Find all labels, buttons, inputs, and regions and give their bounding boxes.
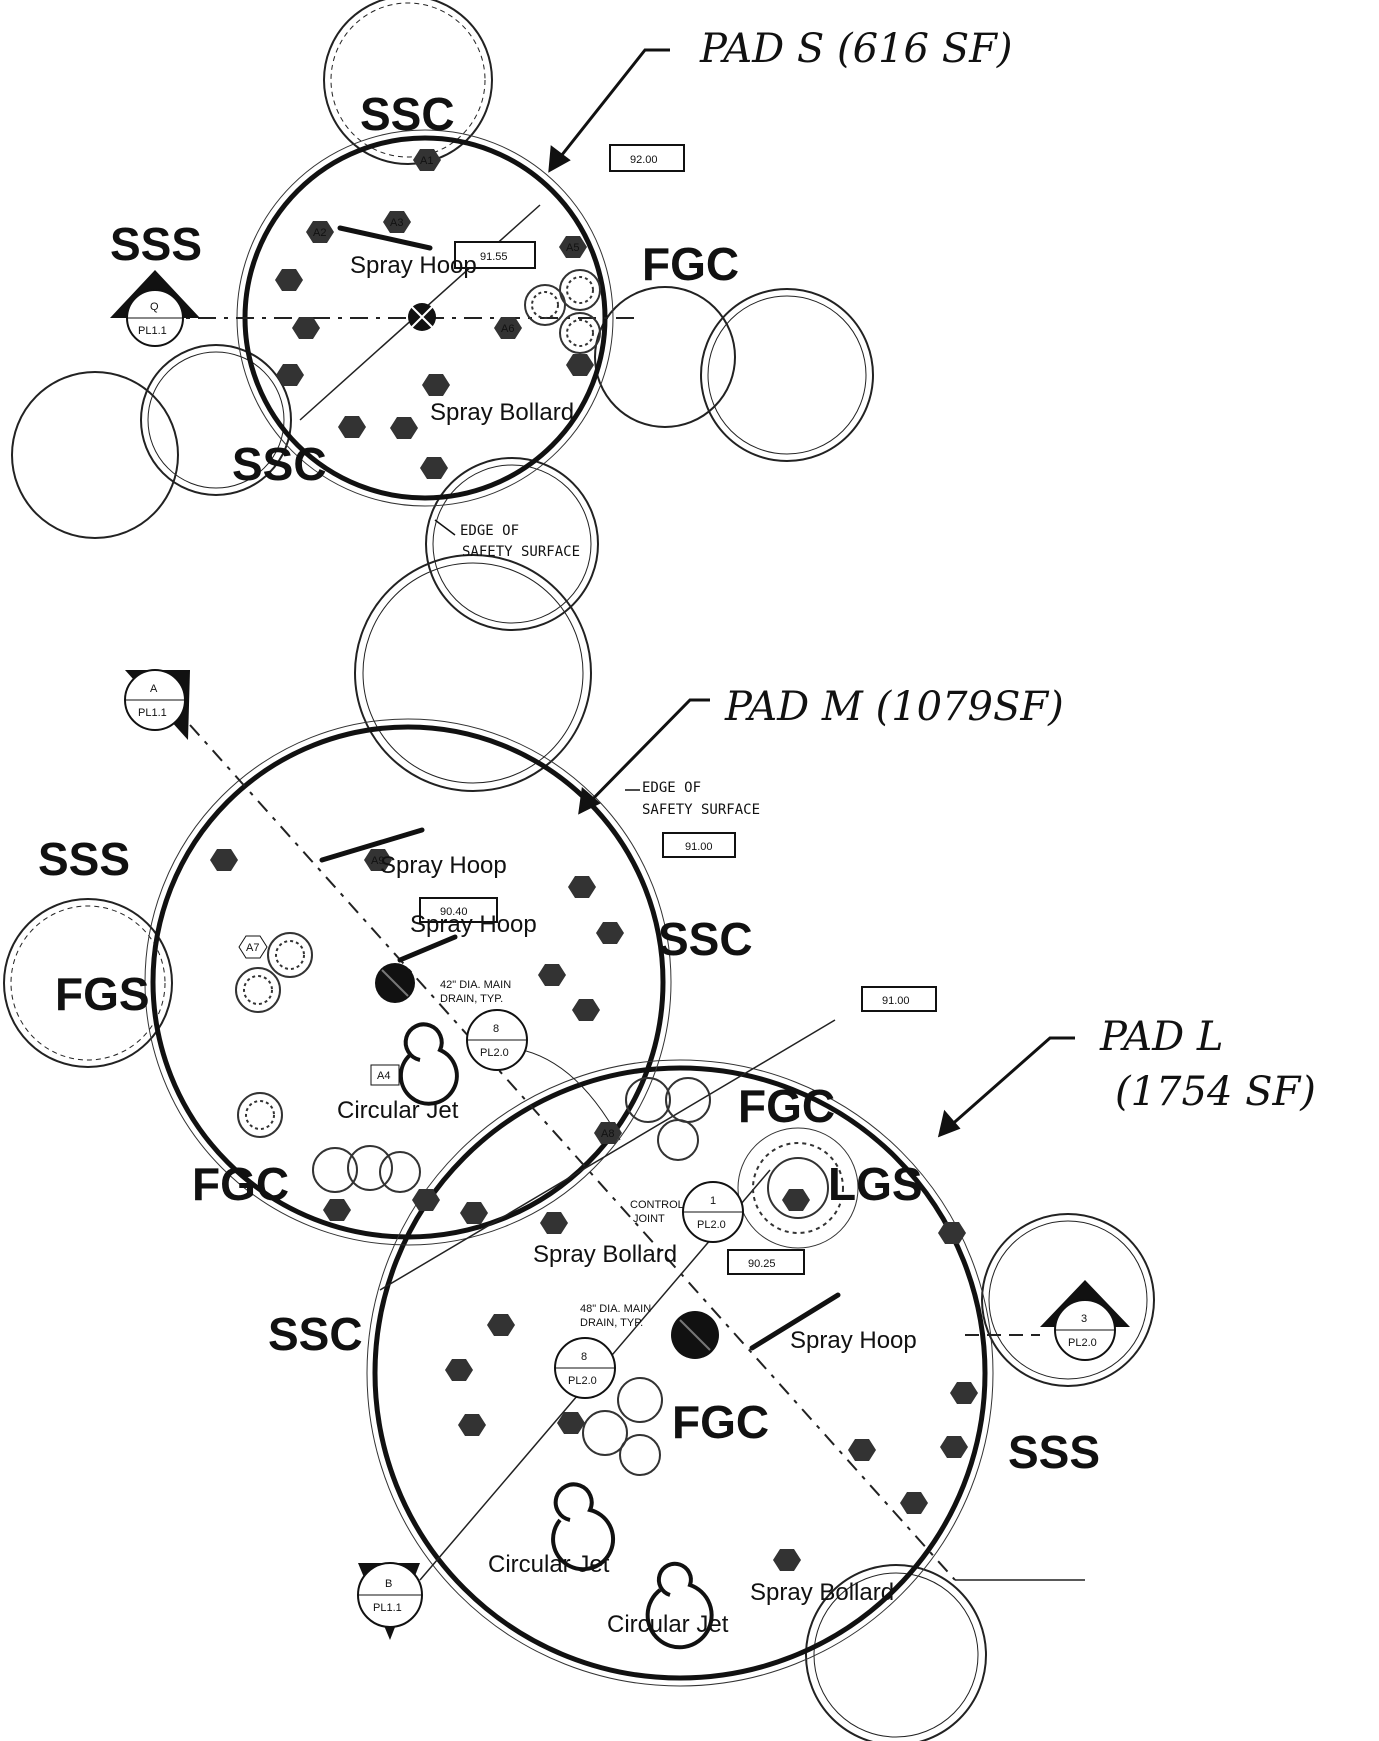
elevation-s-edge: 92.00 (630, 154, 658, 166)
svg-text:A3: A3 (390, 217, 403, 229)
safety-surface-circles (3, 0, 1155, 1741)
feature-tags: A1 A2 A3 A4 A5 A6 A7 A8 A9 (238, 149, 622, 1144)
zone-label-m-fgs: FGS (55, 968, 150, 1020)
tag-a1: A1 (413, 149, 441, 171)
svg-text:PL1.1: PL1.1 (373, 1602, 402, 1614)
feature-label-l-circular-jet-2: Circular Jet (607, 1611, 729, 1638)
svg-text:A7: A7 (246, 942, 259, 954)
svg-text:A5: A5 (566, 242, 579, 254)
pad-l-title-line2: (1754 SF) (1115, 1069, 1316, 1115)
spray-hoop-bars (319, 225, 841, 1351)
feature-label-m-spray-hoop-2: Spray Hoop (410, 911, 537, 938)
section-marker-1: 1 PL2.0 (682, 1181, 744, 1243)
tag-a4: A4 (370, 1064, 400, 1086)
zone-label-m-ssc: SSC (658, 913, 753, 965)
note-m-drain-line2: DRAIN, TYP. (440, 993, 503, 1005)
zone-label-l-fgc-top: FGC (738, 1080, 835, 1132)
tag-a9: A9 (364, 849, 392, 871)
section-marker-b-bottom: B PL1.1 (357, 1562, 423, 1640)
svg-text:1: 1 (710, 1195, 716, 1207)
svg-text:PL2.0: PL2.0 (697, 1219, 726, 1231)
note-l-drain-line2: DRAIN, TYP. (580, 1317, 643, 1329)
zone-label-l-fgc-mid: FGC (672, 1396, 769, 1448)
zone-label-l-lgs: LGS (828, 1158, 923, 1210)
svg-text:A8: A8 (601, 1128, 614, 1140)
elevation-m-edge: 91.00 (685, 841, 713, 853)
section-marker-a: A PL1.1 (124, 669, 190, 740)
nozzle-hexes (210, 269, 978, 1571)
section-marker-8-m: 8 PL2.0 (466, 1009, 528, 1071)
section-lines (160, 204, 1085, 1581)
tag-a6: A6 (494, 317, 522, 339)
note-l-drain-line1: 48" DIA. MAIN (580, 1303, 651, 1315)
svg-text:PL1.1: PL1.1 (138, 707, 167, 719)
tag-a2: A2 (306, 221, 334, 243)
svg-text:A: A (150, 683, 158, 695)
pad-l-outline (372, 1065, 988, 1681)
feature-label-l-spray-bollard-1: Spray Bollard (533, 1241, 677, 1268)
feature-label-l-spray-bollard-2: Spray Bollard (750, 1579, 894, 1606)
feature-label-m-circular-jet: Circular Jet (337, 1097, 459, 1124)
svg-text:PL2.0: PL2.0 (480, 1047, 509, 1059)
zone-label-s-fgc: FGC (642, 238, 739, 290)
elevation-l-center: 90.25 (748, 1258, 776, 1270)
elevation-boxes (419, 144, 937, 1275)
notes: EDGE OF SAFETY SURFACE EDGE OF SAFETY SU… (434, 519, 760, 1329)
feature-label-s-spray-bollard: Spray Bollard (430, 399, 574, 426)
svg-text:A6: A6 (501, 323, 514, 335)
note-s-edge-line1: EDGE OF (460, 523, 519, 539)
section-marker-q: Q PL1.1 (110, 270, 200, 347)
zone-label-m-fgc: FGC (192, 1158, 289, 1210)
feature-label-l-circular-jet-1: Circular Jet (488, 1551, 610, 1578)
zone-label-s-ssc-top: SSC (360, 88, 455, 140)
pad-m-title: PAD M (1079SF) (724, 684, 1064, 730)
svg-text:A4: A4 (377, 1070, 390, 1082)
zone-label-m-sss: SSS (38, 833, 130, 885)
note-s-edge-line2: SAFETY SURFACE (462, 544, 580, 560)
note-m-edge-line1: EDGE OF (642, 780, 701, 796)
drains (375, 303, 719, 1359)
svg-text:A9: A9 (371, 855, 384, 867)
note-l-control-line2: JOINT (633, 1213, 665, 1225)
tag-a5: A5 (559, 236, 587, 258)
note-m-edge-line2: SAFETY SURFACE (642, 802, 760, 818)
zone-label-s-ssc-bottom: SSC (232, 438, 327, 490)
pad-s-title: PAD S (616 SF) (699, 26, 1012, 72)
svg-text:PL1.1: PL1.1 (138, 325, 167, 337)
pad-l-title-line1: PAD L (1099, 1014, 1223, 1060)
feature-label-s-spray-hoop: Spray Hoop (350, 252, 477, 279)
zone-label-l-ssc: SSC (268, 1308, 363, 1360)
feature-label-m-spray-hoop-1: Spray Hoop (380, 852, 507, 879)
pad-leaders (548, 48, 1075, 1138)
note-m-drain-line1: 42" DIA. MAIN (440, 979, 511, 991)
note-l-control-line1: CONTROL (630, 1199, 684, 1211)
tag-a3: A3 (383, 211, 411, 233)
svg-text:A1: A1 (420, 155, 433, 167)
svg-text:3: 3 (1081, 1313, 1087, 1325)
geyser-rings (235, 269, 859, 1476)
section-marker-8-l: 8 PL2.0 (554, 1337, 616, 1399)
circular-jets (398, 1022, 714, 1650)
svg-text:PL2.0: PL2.0 (1068, 1337, 1097, 1349)
elevation-l-edge: 91.00 (882, 995, 910, 1007)
svg-text:PL2.0: PL2.0 (568, 1375, 597, 1387)
svg-text:8: 8 (581, 1351, 587, 1363)
svg-text:A2: A2 (313, 227, 326, 239)
section-marker-3: 3 PL2.0 (1040, 1280, 1130, 1361)
zone-label-s-sss: SSS (110, 218, 202, 270)
svg-text:8: 8 (493, 1023, 499, 1035)
svg-text:B: B (385, 1578, 392, 1590)
tag-a7: A7 (238, 935, 268, 959)
elevation-m-center: 90.40 (440, 906, 468, 918)
zone-label-l-sss: SSS (1008, 1426, 1100, 1478)
svg-text:Q: Q (150, 301, 159, 313)
feature-label-l-spray-hoop: Spray Hoop (790, 1327, 917, 1354)
elevation-s-center: 91.55 (480, 251, 508, 263)
tag-a8: A8 (594, 1122, 622, 1144)
